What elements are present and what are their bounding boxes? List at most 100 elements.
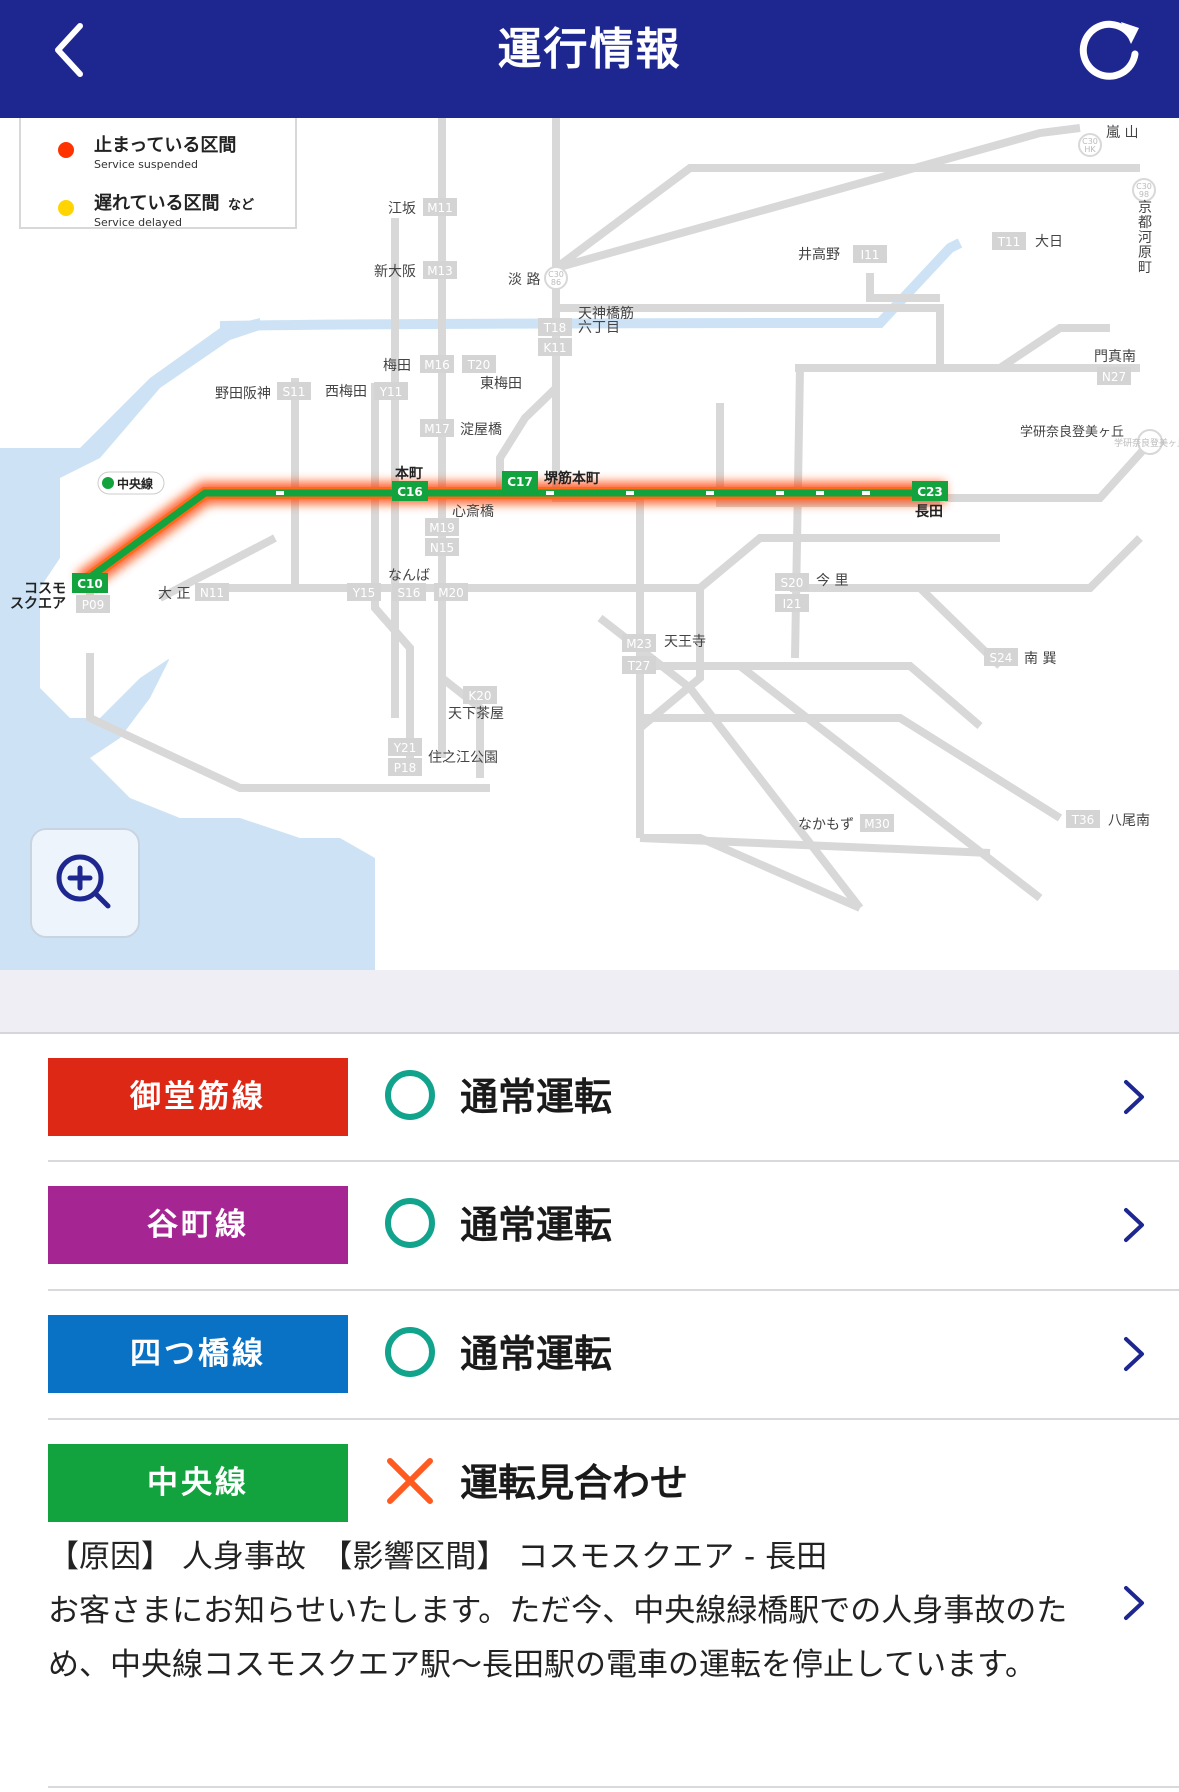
station-code: K20 <box>468 689 491 703</box>
cross-suspended-icon <box>387 1458 433 1504</box>
row-divider <box>48 1289 1179 1291</box>
reload-icon[interactable] <box>1073 14 1145 86</box>
station-names: 江坂 新大阪 淡 路 天神橋筋 六丁目 梅田 東梅田 野田阪神 西梅田 淀屋橋 … <box>10 125 1152 833</box>
station-code: Y15 <box>352 586 376 600</box>
station-code: M13 <box>427 264 453 278</box>
delayed-dot <box>58 200 74 216</box>
station-name: 長田 <box>915 504 943 520</box>
operator-code: HK <box>1084 145 1096 154</box>
legend-delayed-ja: 遅れている区間 <box>94 193 219 214</box>
station-name: 京 <box>1138 200 1152 216</box>
station-name: 心斎橋 <box>452 503 494 520</box>
station-name: なんば <box>388 568 430 584</box>
operator-code: 98 <box>1139 190 1149 199</box>
line-row-tanimachi[interactable]: 谷町線 通常運転 <box>0 1162 1179 1288</box>
station-name: コスモ <box>24 581 66 597</box>
station-code: M30 <box>864 817 890 831</box>
station-name: 本町 <box>395 465 423 482</box>
station-code: N15 <box>430 541 454 555</box>
zoom-button[interactable] <box>30 828 140 938</box>
station-code: M23 <box>626 637 652 651</box>
station-name: 都 <box>1138 215 1152 231</box>
circle-normal-icon <box>385 1070 435 1120</box>
line-status: 通常運転 <box>460 1203 613 1247</box>
operator-code: C30 <box>548 270 564 279</box>
station-name: 新大阪 <box>374 264 416 280</box>
station-code: S11 <box>283 385 306 399</box>
station-name: 天王寺 <box>664 634 706 650</box>
station-code: Y21 <box>393 741 417 755</box>
station-name: 町 <box>1138 260 1152 276</box>
station-name: 淀屋橋 <box>460 422 502 438</box>
river <box>219 238 963 331</box>
station-code: N11 <box>200 586 224 600</box>
legend-delayed-en: Service delayed <box>94 216 182 229</box>
station-name: 堺筋本町 <box>544 470 600 487</box>
line-row-chuo[interactable]: 中央線 運転見合わせ <box>0 1420 1179 1790</box>
operator-code: 86 <box>551 278 561 287</box>
chevron-right-icon <box>1124 1080 1144 1114</box>
suspended-dot <box>58 142 74 158</box>
station-name: 原 <box>1138 245 1152 261</box>
chevron-right-icon <box>1124 1337 1144 1371</box>
station-name: 今 里 <box>816 573 848 589</box>
gray-lines <box>86 118 1148 912</box>
station-name: 梅田 <box>383 358 411 374</box>
station-name: 野田阪神 <box>215 386 271 402</box>
station-code: T18 <box>543 321 567 335</box>
station-name: 嵐 山 <box>1106 125 1138 141</box>
map-legend: 止まっている区間 Service suspended 遅れている区間 など Se… <box>19 118 297 229</box>
station-code: C23 <box>917 485 943 499</box>
row-divider <box>48 1786 1179 1788</box>
station-name: 天下茶屋 <box>448 706 504 722</box>
chevron-left-icon[interactable] <box>50 10 110 90</box>
station-code: Y11 <box>379 385 403 399</box>
chevron-right-icon <box>1124 1586 1144 1620</box>
chevron-right-icon <box>1124 1208 1144 1242</box>
route-map[interactable]: M11 M13 T18 K11 M16 T20 S11 Y11 M17 C16 … <box>0 118 1179 970</box>
other-operator-marks: C30 HK C30 98 C30 86 学研奈良登美ヶ丘 <box>544 133 1179 455</box>
station-code: N27 <box>1102 370 1126 384</box>
circle-normal-icon <box>385 1198 435 1248</box>
station-name: 天神橋筋 <box>578 305 634 322</box>
station-code: M11 <box>427 201 453 215</box>
route-map-svg: M11 M13 T18 K11 M16 T20 S11 Y11 M17 C16 … <box>0 118 1179 970</box>
suspension-message: お客さまにお知らせいたします。ただ今、中央線緑橋駅での人身事故のため、中央線コス… <box>48 1593 1068 1683</box>
station-name: 東梅田 <box>480 376 522 392</box>
line-badge: 中央線 <box>48 1444 348 1522</box>
legend-suspended-ja: 止まっている区間 <box>94 134 236 156</box>
page-title: 運行情報 <box>497 24 682 75</box>
station-name: 井高野 <box>798 246 840 263</box>
station-code: M20 <box>438 586 464 600</box>
station-name: 住之江公園 <box>428 750 498 766</box>
station-code: S24 <box>990 651 1013 665</box>
line-status: 通常運転 <box>460 1332 613 1376</box>
station-name: 大 正 <box>158 586 190 602</box>
app-header: 運行情報 <box>0 0 1179 118</box>
station-code: K11 <box>543 341 566 355</box>
station-name: 学研奈良登美ヶ丘 <box>1020 424 1124 440</box>
station-codes: M11 M13 T18 K11 M16 T20 S11 Y11 M17 C16 … <box>72 198 1131 832</box>
operator-code: C30 <box>1136 182 1152 191</box>
station-name: 大日 <box>1035 234 1063 250</box>
line-ticks <box>276 491 870 495</box>
station-code: I21 <box>783 597 802 611</box>
row-divider <box>48 1418 1179 1420</box>
station-code: M16 <box>424 358 450 372</box>
station-name: なかもず <box>798 817 854 833</box>
station-code: M19 <box>429 521 455 535</box>
station-name: 八尾南 <box>1108 813 1150 829</box>
operator-code: 学研奈良登美ヶ丘 <box>1114 437 1179 449</box>
legend-suspended-en: Service suspended <box>94 158 198 171</box>
station-code: T27 <box>627 659 651 673</box>
station-code: M17 <box>424 422 450 436</box>
line-row-midosuji[interactable]: 御堂筋線 通常運転 <box>0 1034 1179 1160</box>
suspension-cause: 【原因】 人身事故 【影響区間】 コスモスクエア - 長田 <box>48 1539 828 1575</box>
chuo-line-label: 中央線 <box>97 471 165 495</box>
station-name: 門真南 <box>1094 349 1136 365</box>
line-row-yotsubashi[interactable]: 四つ橋線 通常運転 <box>0 1291 1179 1417</box>
station-name: 淡 路 <box>508 272 540 288</box>
station-code: C10 <box>77 577 103 591</box>
line-badge: 四つ橋線 <box>48 1315 348 1393</box>
station-name: 西梅田 <box>325 384 367 400</box>
